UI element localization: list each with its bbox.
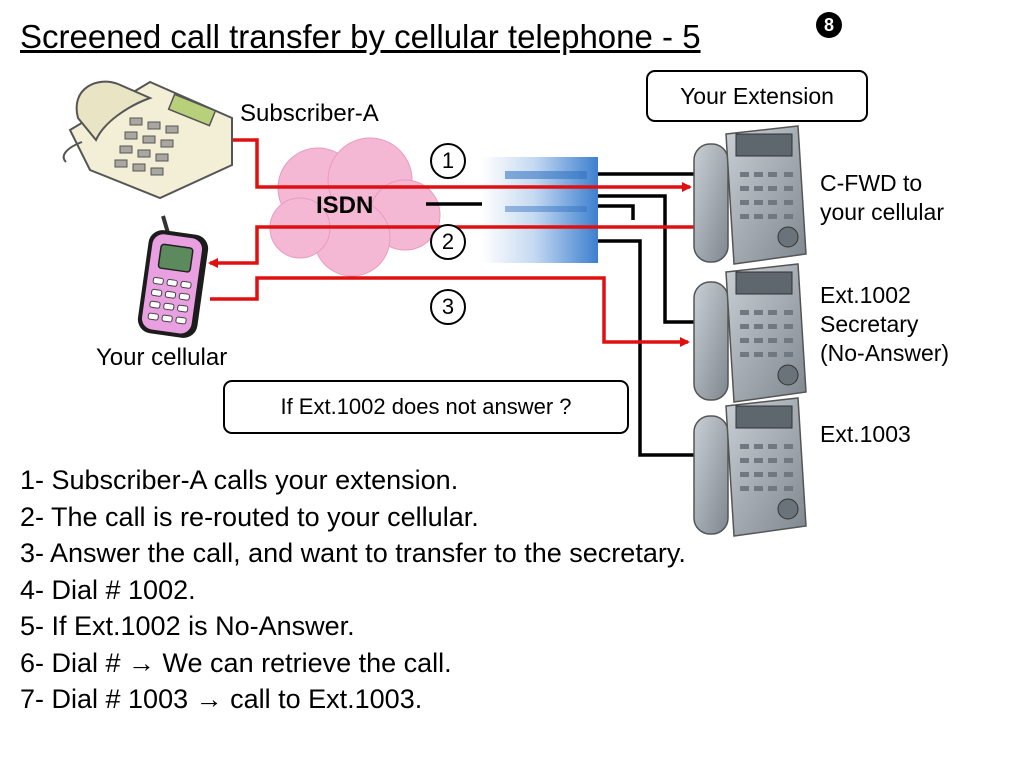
isdn-label: ISDN — [316, 192, 374, 219]
ext1003-phone — [693, 397, 807, 537]
pbx-slot — [505, 206, 587, 212]
step-item: 5- If Ext.1002 is No-Answer. — [20, 611, 355, 641]
isdn-cloud — [269, 137, 441, 277]
extension-phone — [693, 125, 807, 265]
call-path-3 — [210, 276, 690, 347]
subscriber-desk-phone — [62, 80, 233, 200]
step-item: 3- Answer the call, and want to transfer… — [20, 538, 686, 568]
ext1002-label-line1: Ext.1002 — [820, 282, 911, 308]
step-item: 4- Dial # 1002. — [20, 574, 196, 605]
pbx-wiring — [426, 172, 700, 457]
step-marker-1: 1 — [430, 143, 466, 179]
step-item: 6- Dial # → We can retrieve the call. — [20, 647, 452, 678]
your-cellular-label: Your cellular — [96, 344, 228, 371]
question-box: If Ext.1002 does not answer ? — [223, 380, 629, 434]
step-item: 2- The call is re-routed to your cellula… — [20, 501, 479, 532]
pbx-slot — [505, 171, 587, 179]
cfwd-label-line2: your cellular — [820, 199, 944, 225]
steps-list: 1- Subscriber-A calls your extension. 2-… — [20, 462, 686, 718]
ext1003-label: Ext.1003 — [820, 421, 911, 447]
ext1002-label-line2: Secretary — [820, 311, 919, 337]
step-item: 1- Subscriber-A calls your extension. — [20, 465, 459, 495]
page-title: Screened call transfer by cellular telep… — [20, 18, 701, 55]
subscriber-label: Subscriber-A — [240, 100, 379, 127]
step-marker-3: 3 — [430, 289, 466, 325]
call-path-1 — [232, 138, 692, 192]
title-number-badge: 8 — [816, 12, 842, 38]
cfwd-label-line1: C-FWD to — [820, 170, 923, 196]
step-item: 7- Dial # 1003 → call to Ext.1003. — [20, 684, 423, 714]
cellular-phone — [137, 215, 209, 338]
ext1002-phone — [693, 263, 807, 403]
step-marker-2: 2 — [430, 224, 466, 260]
your-extension-box: Your Extension — [646, 70, 868, 122]
call-paths — [208, 138, 700, 347]
ext1002-label-line3: (No-Answer) — [820, 340, 950, 366]
call-path-2 — [208, 225, 700, 268]
